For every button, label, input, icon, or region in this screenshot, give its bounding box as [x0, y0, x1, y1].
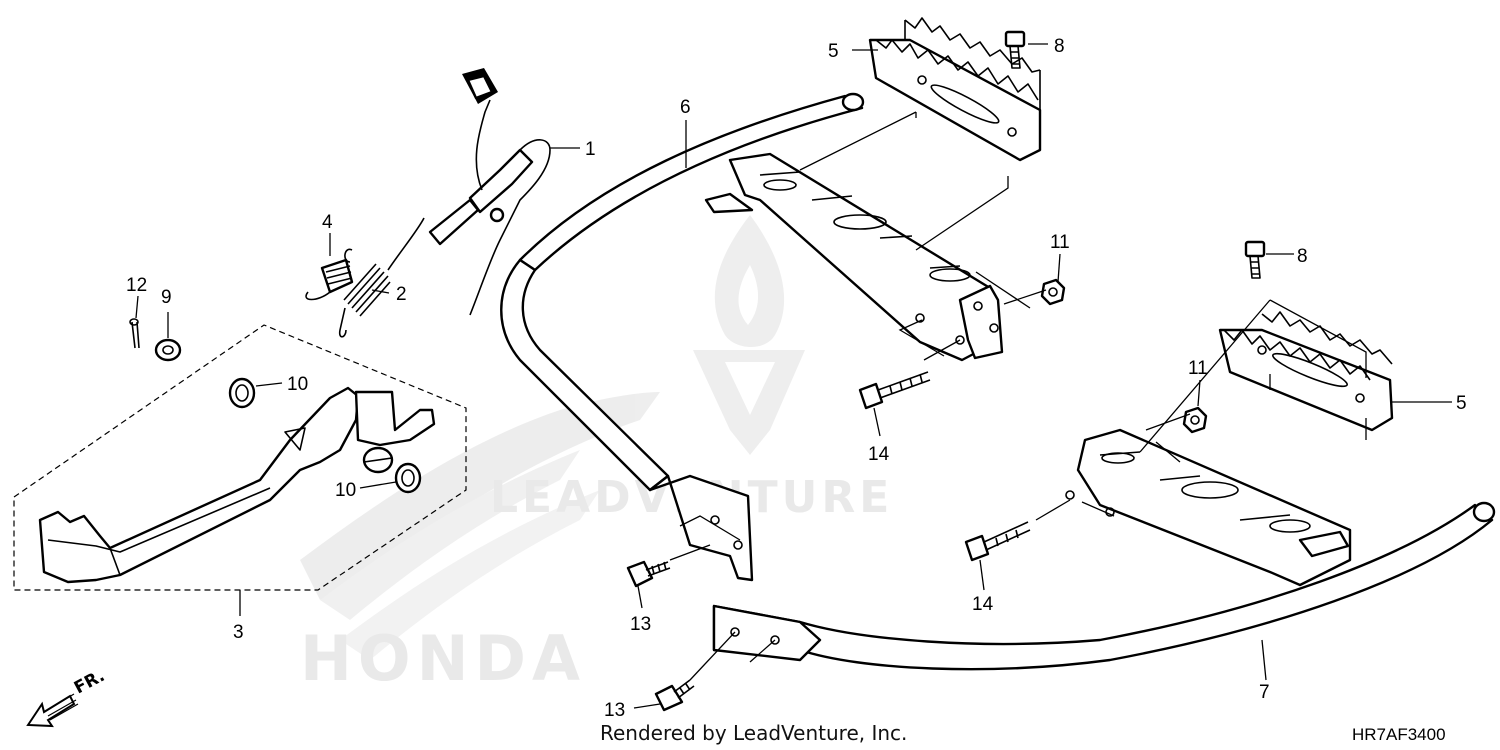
bushing-lower [394, 462, 422, 494]
honda-watermark-text: HONDA [300, 622, 586, 695]
step-bar-upper [500, 92, 1004, 582]
brake-stop-switch [428, 68, 551, 316]
callout-8-upper: 8 [1054, 36, 1065, 57]
direction-label: FR. [71, 666, 108, 698]
flange-bolt-14-lower [964, 521, 1031, 562]
brake-pedal [38, 386, 436, 584]
assembly-outline-3 [13, 324, 467, 591]
callout-11-lower: 11 [1188, 358, 1208, 379]
callout-1: 1 [585, 139, 596, 160]
flange-bolt-13-upper [626, 560, 671, 588]
callout-4: 4 [322, 212, 333, 233]
leadventure-logo-watermark [693, 215, 805, 455]
callout-9: 9 [161, 287, 172, 308]
flange-bolt-8-upper [1004, 30, 1026, 69]
flange-nut-11-lower [1182, 406, 1208, 434]
return-spring-upper [305, 248, 354, 301]
callout-11-upper: 11 [1050, 232, 1070, 253]
honda-wing-watermark [300, 392, 660, 660]
flange-bolt-13-lower [654, 679, 695, 712]
bushing-upper [228, 377, 256, 409]
callout-8-lower: 8 [1297, 246, 1308, 267]
callout-7: 7 [1259, 682, 1270, 703]
callout-5-upper: 5 [828, 41, 839, 62]
return-spring-lower [338, 217, 425, 338]
callout-10-upper: 10 [287, 374, 308, 395]
flange-bolt-14-upper [858, 371, 931, 410]
footer-credit: Rendered by LeadVenture, Inc. [600, 721, 907, 745]
flange-bolt-8-lower [1244, 240, 1266, 279]
callout-14-upper: 14 [868, 444, 890, 465]
step-plate-upper [868, 17, 1042, 162]
front-direction-arrow-icon [26, 693, 79, 728]
step-bar-lower [712, 428, 1496, 671]
callout-13-upper: 13 [630, 614, 651, 635]
callout-3: 3 [233, 622, 244, 643]
diagram-code: HR7AF3400 [1352, 725, 1446, 744]
callout-12: 12 [126, 275, 147, 296]
washer [154, 338, 182, 362]
callout-10-lower: 10 [335, 480, 356, 501]
callout-5-lower: 5 [1456, 393, 1467, 414]
step-plate-lower [1218, 311, 1394, 432]
flange-nut-11-upper [1040, 278, 1066, 306]
cotter-pin [129, 318, 140, 349]
callout-6: 6 [680, 97, 691, 118]
leader-lines [135, 43, 1452, 709]
callout-2: 2 [396, 284, 407, 305]
callout-14-lower: 14 [972, 594, 994, 615]
callout-13-lower: 13 [604, 700, 625, 721]
